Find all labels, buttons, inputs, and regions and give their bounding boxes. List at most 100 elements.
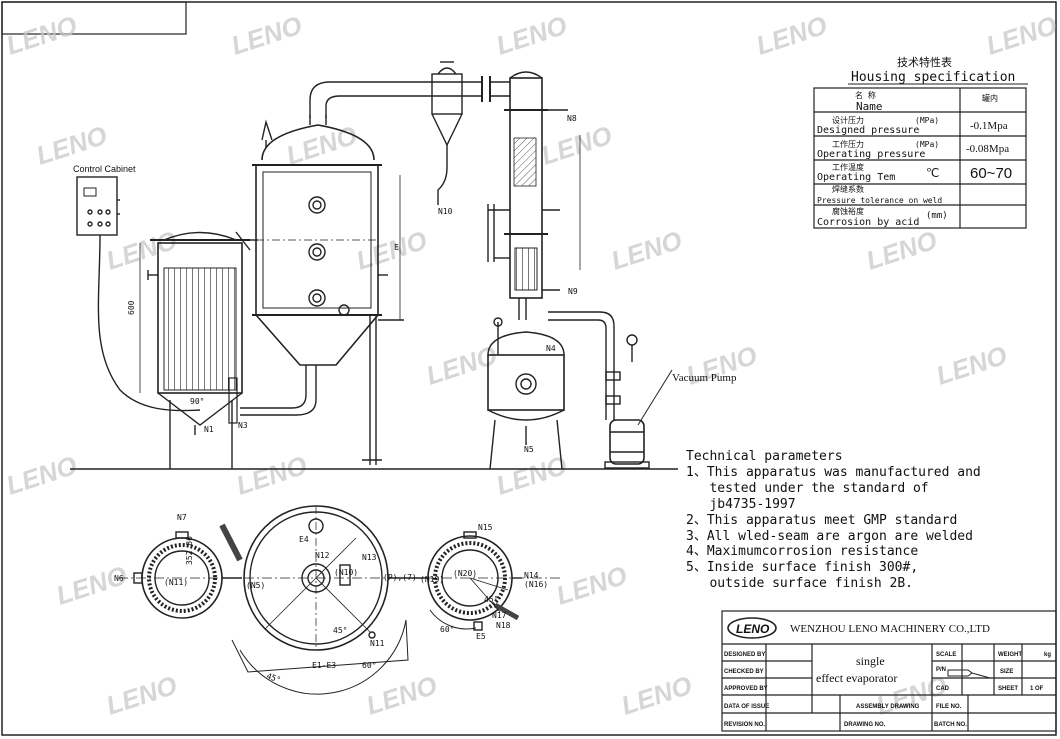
file-no-label: FILE NO. xyxy=(936,704,962,710)
batch-no-label: BATCH NO. xyxy=(934,722,967,728)
watermark: LENO xyxy=(3,10,81,61)
watermark: LENO xyxy=(608,225,686,276)
watermark-layer: LENO LENO LENO LENO LENO LENO LENO LENO … xyxy=(3,10,1060,721)
scale-label: SCALE xyxy=(936,652,956,658)
logo-text: LENO xyxy=(736,622,770,636)
label-n15: N15 xyxy=(478,523,493,532)
label-n4: N4 xyxy=(546,344,556,353)
label-n5-plan: (N5) xyxy=(246,581,265,590)
receiver-tank xyxy=(487,317,565,470)
watermark: LENO xyxy=(53,560,131,611)
label-n11-left: (N11) xyxy=(164,578,188,587)
watermark: LENO xyxy=(753,10,831,61)
vacuum-pump-label: Vacuum Pump xyxy=(672,372,737,384)
label-angle-90: 90° xyxy=(190,397,204,406)
pn-label: P/N xyxy=(936,667,946,673)
weight-label: WEIGHT xyxy=(998,652,1022,658)
watermark: LENO xyxy=(3,450,81,501)
title-block: LENO WENZHOU LENO MACHINERY CO.,LTD DESI… xyxy=(721,610,1057,732)
label-n18: N18 xyxy=(496,621,511,630)
sheet-label: SHEET xyxy=(998,686,1018,692)
pn-symbol xyxy=(947,669,991,679)
label-e4: E4 xyxy=(299,535,309,544)
watermark: LENO xyxy=(863,225,941,276)
spec-row-value: 60~70 xyxy=(970,165,1012,182)
watermark: LENO xyxy=(228,10,306,61)
approved-by-label: APPROVED BY xyxy=(724,686,768,692)
spec-header-name-cn: 名 称 xyxy=(855,90,876,100)
label-n7: N7 xyxy=(177,513,187,522)
label-angle-45c: 45° xyxy=(484,595,498,604)
vacuum-pump xyxy=(604,369,673,469)
label-n14: N14 xyxy=(524,571,539,580)
label-n5: N5 xyxy=(524,445,534,454)
spec-row-en: Operating Tem xyxy=(817,172,895,183)
size-label: SIZE xyxy=(1000,669,1013,675)
assembly-drawing-label: ASSEMBLY DRAWING xyxy=(856,704,920,710)
label-n12: N12 xyxy=(315,551,330,560)
spec-row-unit: (MPa) xyxy=(915,140,939,149)
tech-param-line: outside surface finish 2B. xyxy=(686,576,913,591)
housing-spec: 技术特性表 Housing specification 名 称 Name 罐内 … xyxy=(813,55,1028,229)
spec-header-name-en: Name xyxy=(856,100,883,113)
spec-row-cn: 焊缝系数 xyxy=(832,184,864,194)
watermark: LENO xyxy=(363,670,441,721)
label-angle-60b: 60° xyxy=(440,625,454,634)
plan-left-tank xyxy=(133,531,242,619)
plan-receiver xyxy=(388,531,522,631)
plan-view xyxy=(118,505,560,695)
top-left-box xyxy=(1,1,187,35)
label-n6: N6 xyxy=(114,574,124,583)
label-352: 352.86 xyxy=(185,536,194,565)
spec-row-value: -0.1Mpa xyxy=(970,120,1008,132)
technical-parameters: Technical parameters 1、This apparatus wa… xyxy=(686,449,981,591)
evaporator xyxy=(252,115,404,465)
spec-row-cn: 工作压力 xyxy=(832,139,864,149)
return-pipe xyxy=(240,365,307,409)
spec-row-value: -0.08Mpa xyxy=(966,143,1009,155)
condenser-column xyxy=(487,71,581,320)
watermark: LENO xyxy=(933,340,1011,391)
tech-param-line: 1、This apparatus was manufactured and xyxy=(686,465,981,480)
watermark: LENO xyxy=(493,10,571,61)
side-view-labels: Control Cabinet Vacuum Pump N1 N3 90° 60… xyxy=(73,114,737,454)
tech-param-line: 4、Maximumcorrosion resistance xyxy=(686,544,918,559)
label-n10-plan: (N10) xyxy=(334,568,358,577)
watermark: LENO xyxy=(493,450,571,501)
label-n3: N3 xyxy=(238,421,248,430)
spec-header-value-cn: 罐内 xyxy=(982,93,998,103)
weight-unit: kg xyxy=(1044,652,1051,658)
spec-row-cn: 设计压力 xyxy=(832,115,864,125)
tech-param-line: tested under the standard of xyxy=(686,481,929,496)
watermark: LENO xyxy=(538,120,616,171)
left-tank xyxy=(139,231,258,469)
product-line2: effect evaporator xyxy=(816,671,897,685)
separator xyxy=(431,61,463,205)
watermark: LENO xyxy=(983,10,1060,61)
tech-param-line: 2、This apparatus meet GMP standard xyxy=(686,513,957,528)
company-name: WENZHOU LENO MACHINERY CO.,LTD xyxy=(790,623,990,635)
spec-row-en: Designed pressure xyxy=(817,125,919,136)
watermark: LENO xyxy=(353,225,431,276)
label-e1e3: E1-E3 xyxy=(312,661,336,670)
checked-by-label: CHECKED BY xyxy=(724,669,764,675)
control-cabinet xyxy=(76,176,201,412)
spec-row-unit: (mm) xyxy=(926,211,948,221)
watermark: LENO xyxy=(553,560,631,611)
sheet-value: 1 OF xyxy=(1030,686,1044,692)
label-n9: N9 xyxy=(568,287,578,296)
label-n17: N17 xyxy=(492,611,507,620)
label-n20: (N20) xyxy=(453,569,477,578)
vapour-pipe xyxy=(309,76,510,118)
label-n8: N8 xyxy=(567,114,577,123)
label-n19: (N19) xyxy=(420,575,444,584)
housing-spec-title-en: Housing specification xyxy=(851,70,1015,85)
tech-param-line: 3、All wled-seam are argon are welded xyxy=(686,529,973,544)
watermark: LENO xyxy=(103,670,181,721)
label-p7: (P),(7) xyxy=(383,573,417,582)
spec-row-en: Operating pressure xyxy=(817,149,925,160)
watermark: LENO xyxy=(283,120,361,171)
pump-pipe xyxy=(548,311,638,420)
tech-param-line: jb4735-1997 xyxy=(686,497,796,512)
